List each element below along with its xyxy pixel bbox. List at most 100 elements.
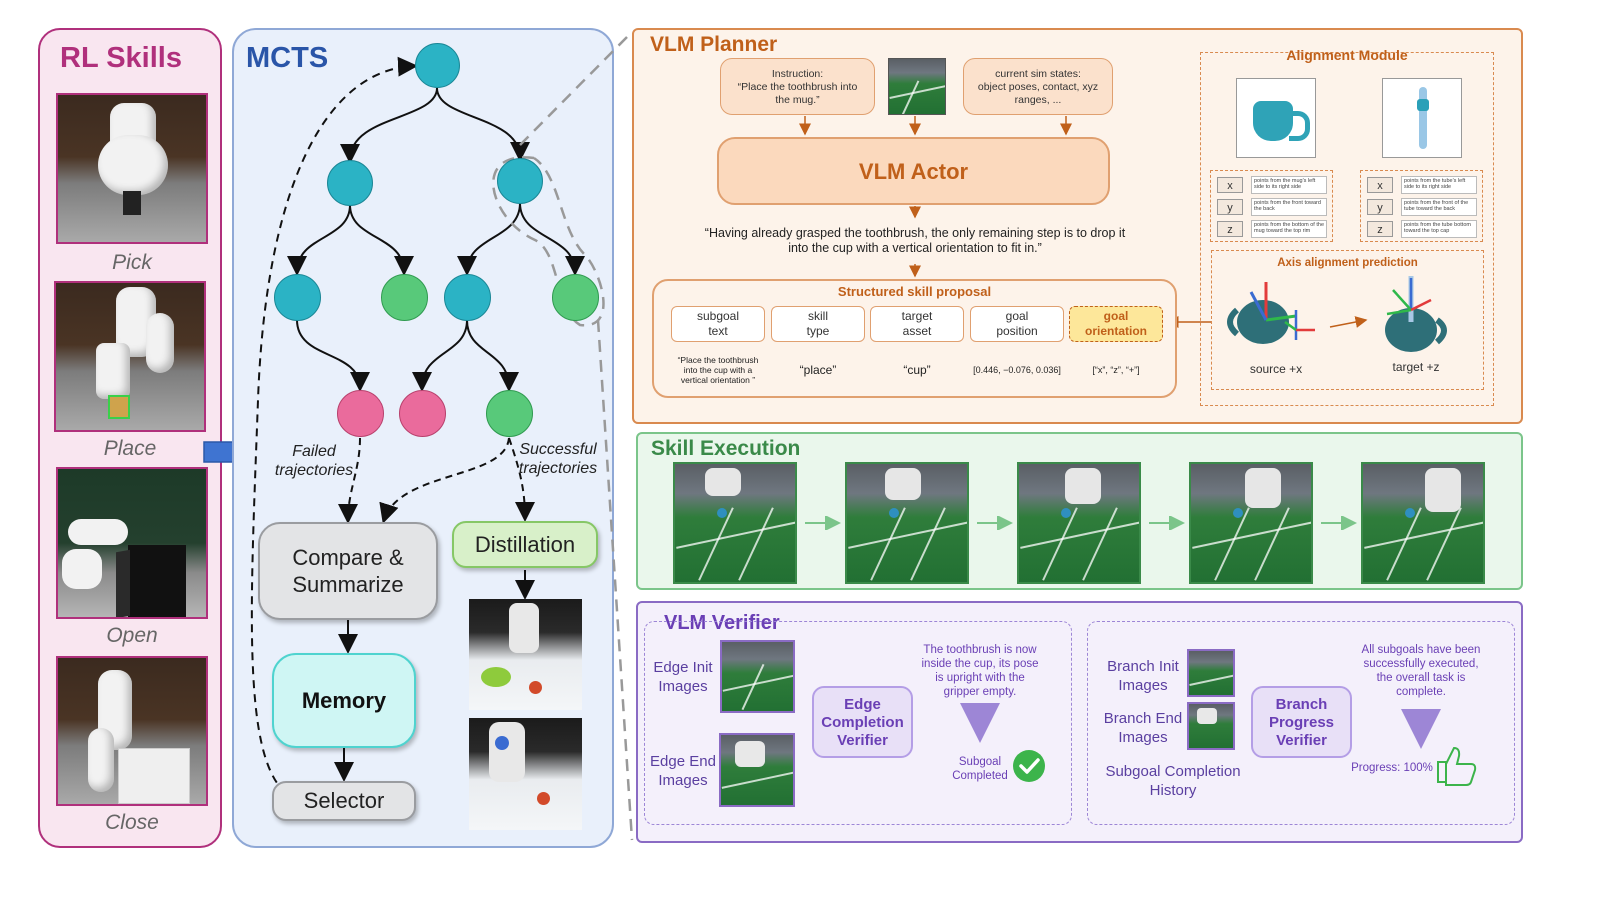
execution-step-arrow: [805, 516, 841, 530]
branch-end-image: [1187, 702, 1235, 750]
selector-label: Selector: [303, 788, 385, 813]
memory-label: Memory: [301, 688, 387, 713]
failed-trajectories-label: Failed trajectories: [274, 443, 354, 479]
pick-skill-label: Pick: [112, 251, 152, 274]
branch-verifier-section: [1087, 621, 1515, 825]
mcts-root-node: [415, 43, 460, 88]
value-subgoal-text: “Place the toothbrush into the cup with …: [677, 355, 759, 385]
mug-axis-z: z: [1217, 221, 1243, 237]
toothbrush-image: [1382, 78, 1462, 158]
field-goal-orientation: goal orientation: [1069, 306, 1163, 342]
brush-axis-z-text: points from the tube bottom toward the t…: [1401, 220, 1477, 238]
toothbrush-axis-table: x points from the tube's left side to it…: [1360, 170, 1483, 242]
subgoal-completed-label: Subgoal Completed: [952, 756, 1008, 782]
target-axis-label: target +z: [1392, 360, 1440, 374]
execution-step-arrow: [977, 516, 1013, 530]
execution-frame: [1017, 462, 1141, 584]
instruction-text: Instruction: “Place the toothbrush into …: [737, 68, 858, 106]
execution-step-arrow: [1149, 516, 1185, 530]
mug-axis-x: x: [1217, 177, 1243, 193]
execution-frame: [1189, 462, 1313, 584]
axis-prediction-title: Axis alignment prediction: [1277, 257, 1418, 269]
distillation-image-top: [469, 599, 582, 710]
rl-skills-title: RL Skills: [60, 42, 182, 74]
value-target-asset: “cup”: [903, 363, 931, 377]
brush-axis-x-text: points from the tube's left side to its …: [1401, 176, 1477, 194]
mug-image: [1236, 78, 1316, 158]
mug-axis-y-text: points from the front toward the back: [1251, 198, 1327, 216]
successful-trajectories-label: Successful trajectories: [518, 441, 598, 477]
field-goal-position-label: goal position: [996, 309, 1038, 338]
vlm-verifier-title: VLM Verifier: [664, 612, 780, 634]
edge-end-label: Edge End Images: [650, 753, 716, 789]
mcts-node-failed-1: [337, 390, 384, 437]
skill-execution-title: Skill Execution: [651, 437, 801, 460]
mug-axis-z-text: points from the bottom of the mug toward…: [1251, 220, 1327, 238]
selector-box: Selector: [272, 781, 416, 821]
vlm-actor-label: VLM Actor: [858, 159, 969, 184]
value-goal-orientation: [“x”, “z”, “+”]: [1092, 365, 1140, 375]
close-skill-label: Close: [105, 811, 159, 834]
field-goal-position: goal position: [970, 306, 1064, 342]
vlm-actor-box: VLM Actor: [717, 137, 1110, 205]
branch-end-label: Branch End Images: [1103, 710, 1183, 746]
memory-box: Memory: [272, 653, 416, 748]
field-goal-orientation-label: goal orientation: [1085, 309, 1147, 338]
field-skill-type-label: skill type: [806, 309, 830, 338]
execution-frame: [673, 462, 797, 584]
branch-init-label: Branch Init Images: [1107, 658, 1179, 694]
brush-axis-z: z: [1367, 221, 1393, 237]
edge-end-image: [719, 733, 795, 807]
place-skill-label: Place: [103, 437, 157, 460]
close-skill-image: [56, 656, 208, 806]
mcts-node-l2-c: [444, 274, 491, 321]
mug-axis-y: y: [1217, 199, 1243, 215]
mcts-node-l2-a: [274, 274, 321, 321]
execution-frame: [845, 462, 969, 584]
distillation-box: Distillation: [452, 521, 598, 568]
sim-states-box: current sim states: object poses, contac…: [963, 58, 1113, 115]
mcts-node-l1-right: [497, 158, 543, 204]
edge-completion-verifier-label: Edge Completion Verifier: [821, 696, 904, 749]
distillation-image-bottom: [469, 718, 582, 830]
edge-verifier-output: The toothbrush is now inside the cup, it…: [921, 644, 1039, 698]
branch-verifier-output: All subgoals have been successfully exec…: [1361, 644, 1481, 698]
mcts-node-l2-b: [381, 274, 428, 321]
edge-verifier-section: [644, 621, 1072, 825]
distillation-label: Distillation: [474, 532, 576, 557]
branch-progress-verifier-label: Branch Progress Verifier: [1268, 696, 1335, 749]
thumbs-up-icon: [1437, 746, 1477, 786]
value-skill-type: “place”: [799, 363, 837, 377]
compare-summarize-label: Compare & Summarize: [292, 545, 404, 597]
brush-axis-x: x: [1367, 177, 1393, 193]
mcts-node-l1-left: [327, 160, 373, 206]
edge-init-label: Edge Init Images: [653, 659, 713, 695]
brush-axis-y: y: [1367, 199, 1393, 215]
structured-proposal-title: Structured skill proposal: [837, 284, 992, 299]
planner-reasoning-text: “Having already grasped the toothbrush, …: [704, 226, 1126, 255]
edge-completion-verifier-box: Edge Completion Verifier: [812, 686, 913, 758]
compare-summarize-box: Compare & Summarize: [258, 522, 438, 620]
field-subgoal-text: subgoal text: [671, 306, 765, 342]
execution-step-arrow: [1321, 516, 1357, 530]
mug-axis-table: x points from the mug's left side to its…: [1210, 170, 1333, 242]
alignment-module-title: Alignment Module: [1286, 47, 1408, 63]
field-target-asset-label: target asset: [901, 309, 933, 338]
instruction-sim-image: [888, 58, 946, 115]
source-axis-label: source +x: [1249, 362, 1303, 376]
mcts-node-success: [486, 390, 533, 437]
place-skill-image: [54, 281, 206, 432]
field-skill-type: skill type: [771, 306, 865, 342]
mug-axis-x-text: points from the mug's left side to its r…: [1251, 176, 1327, 194]
vlm-planner-title: VLM Planner: [650, 33, 778, 56]
progress-label: Progress: 100%: [1351, 762, 1433, 774]
open-skill-label: Open: [106, 624, 158, 647]
pick-skill-image: [56, 93, 208, 244]
alignment-module-box: [1200, 52, 1494, 406]
open-skill-image: [56, 467, 208, 619]
mcts-node-l2-d: [552, 274, 599, 321]
sim-states-text: current sim states: object poses, contac…: [977, 68, 1099, 106]
branch-progress-verifier-box: Branch Progress Verifier: [1251, 686, 1352, 758]
